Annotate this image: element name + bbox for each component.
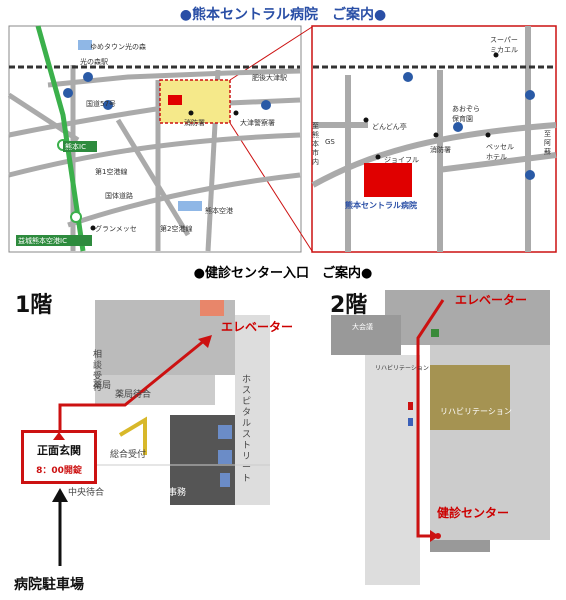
f2-icon-blue (408, 418, 413, 426)
route57-badge-1 (103, 100, 113, 110)
f1-pharmacy-label: 薬局 (93, 381, 112, 391)
kumamoto-ic-label-bg (63, 141, 97, 152)
f1-pharmacy-wait-label: 薬局待合 (115, 390, 152, 400)
f2-checkup-block (430, 540, 490, 552)
fire-station-dot (188, 110, 194, 116)
label-kumamoto-airport: 熊本空港 (205, 207, 233, 215)
label-hospital: 熊本セントラル病院 (345, 201, 417, 210)
route325-badge (525, 90, 535, 100)
label-higoozu-st: 肥後大津駅 (252, 74, 287, 82)
label-fire-station: 消防署 (184, 119, 205, 127)
label-hikarinomori-st: 光の森駅 (80, 58, 108, 66)
f1-office-label: 事務 (168, 488, 187, 498)
f1-accessible-icon-1 (218, 425, 232, 439)
f2-south-block (430, 430, 550, 540)
label-gs: GS (325, 138, 335, 146)
zoom-connector-bottom (229, 122, 313, 252)
route337-badge (83, 72, 93, 82)
f1-accessible-icon-2 (218, 450, 232, 464)
label-yumetown: ゆめタウン光の森 (90, 43, 146, 51)
f2-restroom-icon (431, 329, 439, 337)
f1-orange-block (200, 300, 224, 316)
f1-route-arrowhead (198, 335, 212, 348)
donden-dot (363, 117, 369, 123)
label-airport-line-1: 第1空港線 (95, 168, 128, 176)
label-to-aso: 至阿蘇 (544, 130, 551, 156)
route57-detail (311, 122, 557, 188)
entrance-hours: 8：00開錠 (36, 466, 82, 476)
label-to-kumamoto: 至熊本市内 (312, 122, 319, 166)
f2-hall-label: 大会議 (352, 323, 373, 331)
route57-detail-badge (453, 122, 463, 132)
f2-route-line (416, 299, 445, 538)
jyoifull-dot (375, 154, 381, 160)
main-entrance-label: 正面玄関 (37, 444, 81, 457)
airport-marker (178, 201, 202, 211)
parking-arrow-head (52, 488, 68, 502)
f2-checkup-center-label: 健診センター (437, 506, 510, 520)
route443-badge (525, 170, 535, 180)
floor1-title: 1階 (15, 293, 53, 318)
f2-rehab-label: リハビリテーション (440, 407, 512, 416)
hospital-marker-large (364, 163, 412, 197)
expressway (35, 25, 86, 252)
f1-route-line (58, 338, 206, 435)
police-dot (233, 110, 239, 116)
grandmesse-dot (90, 225, 96, 231)
parking-arrow (52, 488, 68, 566)
f2-elevator-label: エレベーター (455, 293, 528, 307)
f2-route-arrowhead (430, 530, 439, 542)
label-mashiki-ic: 益城熊本空港IC (18, 237, 67, 245)
label-donden: どんどん亭 (372, 123, 407, 131)
f1-general-reception-label: 総合受付 (110, 450, 147, 460)
f2-icon-red (408, 402, 413, 410)
fire-station2-dot (433, 132, 439, 138)
label-kokutai-road: 国体道路 (105, 192, 133, 200)
page-title: ●熊本セントラル病院 ご案内● (179, 7, 387, 23)
label-jyoifull: ジョイフル (384, 156, 419, 164)
label-aozora: あおぞら 保育園 (452, 105, 480, 123)
hospital-marker-small (168, 95, 182, 105)
bethel-dot (485, 132, 491, 138)
f2-rehab-block (430, 365, 510, 430)
label-kumamoto-ic: 熊本IC (65, 143, 86, 151)
label-airport-line-2: 第2空港線 (160, 225, 193, 233)
label-fire-station-detail: 消防署 (430, 146, 451, 154)
f2-hall-block (331, 315, 401, 355)
entrance-marker-icon (53, 432, 65, 440)
f1-elevator-label: エレベーター (221, 320, 294, 334)
yumetown-marker (78, 40, 92, 50)
f2-rehab-small-label: リハビリテーション (375, 365, 429, 372)
mashiki-ic-label-bg (16, 235, 92, 246)
detail-roads (311, 26, 557, 252)
f1-reception-counter (118, 416, 147, 455)
floor2-plan (331, 290, 550, 585)
f1-central-wait-label: 中央待合 (68, 488, 105, 498)
label-supermarket: スーパー ミカエル (490, 36, 518, 54)
label-grandmesse: グランメッセ (95, 225, 137, 233)
checkup-guide-title: ●健診センター入口 ご案内● (193, 266, 373, 281)
parking-label: 病院駐車場 (14, 577, 84, 593)
mashiki-ic-marker (70, 211, 82, 223)
f2-north-block (385, 290, 550, 345)
f2-corridor (365, 355, 420, 585)
floor1-plan (21, 300, 270, 505)
main-entrance-box: 正面玄関 8：00開錠 (21, 430, 97, 484)
f1-hospital-street (235, 315, 270, 505)
label-route57-road: 国道57号 (86, 100, 116, 108)
label-ozu-police: 大津警察署 (240, 119, 275, 127)
route57-badge-2 (261, 100, 271, 110)
f1-info-icon (220, 473, 230, 487)
route337-detail-badge (403, 72, 413, 82)
overview-map (8, 25, 557, 253)
label-bethel: ベッセル ホテル (486, 143, 514, 161)
route316-badge (63, 88, 73, 98)
f1-hospital-street-label: ホスピタルストリート (242, 375, 252, 484)
floor2-title: 2階 (330, 293, 368, 318)
f1-consultation-label: 相談受付 (93, 350, 103, 393)
f2-destination-dot (435, 533, 441, 539)
supermarket-dot (493, 52, 499, 58)
